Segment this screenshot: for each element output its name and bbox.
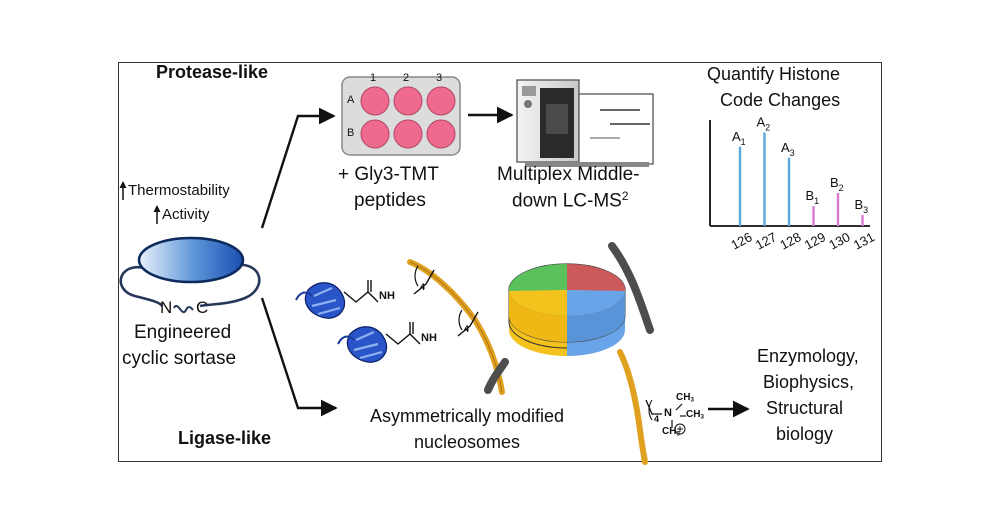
plate-col-label: 2	[403, 72, 410, 84]
nh-label: NH	[421, 332, 437, 344]
nh-label: NH	[379, 290, 395, 302]
chart-tick-label: 127	[753, 229, 779, 252]
chart-bar-label: B1	[806, 188, 820, 206]
nucleosome-top-face	[508, 263, 626, 317]
gly3-tmt-label: + Gly3-TMT	[338, 164, 439, 185]
nucleosomes-label: nucleosomes	[414, 432, 521, 452]
chart-tick-label: 130	[826, 229, 852, 252]
cyclic-sortase-label: cyclic sortase	[122, 348, 237, 369]
up-arrow-icon	[119, 181, 127, 200]
chart-tick-label: 128	[777, 229, 803, 252]
histone-tail-lower	[617, 349, 648, 465]
chart-bar-label: A3	[781, 140, 795, 158]
chart-bar-label: B2	[830, 175, 844, 193]
structural-label: Structural	[766, 398, 844, 418]
biophysics-label: Biophysics,	[763, 372, 855, 392]
lower-branch-arrow	[260, 297, 338, 417]
quantify-label: Quantify Histone	[707, 64, 841, 84]
code-changes-label: Code Changes	[720, 90, 841, 110]
chart-bar-label: B3	[855, 197, 869, 215]
well-plate-icon	[341, 76, 461, 156]
biology-label: biology	[776, 424, 834, 444]
peptides-label: peptides	[354, 190, 426, 211]
nucleosome-side-left	[509, 291, 567, 342]
nucleosome-side-right	[567, 291, 625, 342]
figure-frame	[118, 62, 882, 462]
chart-bar-label: A1	[732, 129, 746, 147]
amide-linker-upper	[343, 265, 435, 303]
linker-count-label: 4	[654, 414, 660, 424]
trimethyl-lysine-icon	[645, 399, 686, 435]
up-arrow-icon	[153, 205, 161, 224]
plate-col-label: 3	[436, 72, 443, 84]
mass-spectrometer-icon	[516, 79, 654, 167]
cyclic-sortase-icon	[119, 236, 261, 308]
c-terminus-label: C	[196, 298, 209, 317]
methyl-label: CH3	[662, 426, 680, 438]
plate-col-label: 1	[370, 72, 377, 84]
protease-like-label: Protease-like	[156, 62, 269, 82]
engineered-label: Engineered	[134, 322, 232, 343]
enzymology-label: Enzymology,	[757, 346, 859, 366]
n-terminus-label: N	[160, 298, 173, 317]
chart-tick-label: 126	[728, 229, 754, 252]
cyclization-squiggle-icon	[173, 305, 194, 313]
methyl-label: CH3	[686, 409, 704, 421]
methyl-label: CH3	[676, 392, 694, 404]
chart-bar-label: A2	[757, 115, 771, 133]
activity-label: Activity	[162, 206, 210, 223]
sortase-protein-icon	[295, 282, 346, 319]
plate-row-label: B	[347, 127, 355, 139]
multiplex-ms-label: Multiplex Middle-	[497, 164, 640, 185]
chart-tick-label: 129	[802, 229, 828, 252]
upper-branch-arrow	[260, 107, 336, 229]
plate-row-label: A	[347, 94, 355, 106]
ligase-like-label: Ligase-like	[178, 428, 272, 448]
linker-count-label: 4	[420, 282, 426, 292]
thermostability-label: Thermostability	[128, 182, 230, 199]
linker-count-label: 4	[464, 324, 470, 334]
chart-tick-label: 131	[851, 229, 877, 252]
dna-strand-icon	[608, 242, 654, 334]
nitrogen-label: N	[664, 407, 672, 419]
dna-strand-icon	[484, 358, 509, 394]
sortase-protein-icon	[337, 326, 388, 363]
lc-ms-label: down LC-MS2	[512, 190, 629, 212]
asymmetric-label: Asymmetrically modified	[370, 406, 565, 426]
amide-linker-lower	[385, 309, 479, 345]
